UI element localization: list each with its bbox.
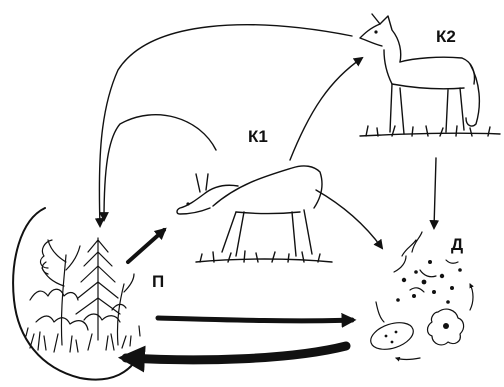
producers-node: П	[13, 208, 164, 380]
plants-icon	[26, 238, 140, 352]
wolf-icon	[360, 14, 500, 136]
consumer1-node: К1	[177, 127, 332, 262]
consumer2-node: К2	[360, 14, 500, 136]
arrow-consumer1-to-producers	[104, 115, 216, 220]
arrow-producers-to-consumer1	[128, 230, 164, 262]
producers-outline	[13, 208, 140, 380]
arrow-consumer1-to-consumer2	[290, 58, 362, 160]
arrow-consumer2-to-decomposers	[434, 158, 436, 228]
arrow-consumer1-to-decomposers	[316, 190, 382, 248]
decomposers-node: Д	[367, 232, 473, 360]
arrow-decomposers-to-producers	[126, 346, 346, 360]
deer-icon	[177, 166, 332, 262]
producers-label: П	[152, 272, 164, 291]
flow-arrows	[99, 25, 436, 360]
consumer2-label: К2	[436, 27, 456, 46]
consumer1-label: К1	[248, 127, 268, 146]
arrow-producers-to-decomposers	[158, 318, 352, 321]
decomposers-label: Д	[451, 235, 463, 254]
